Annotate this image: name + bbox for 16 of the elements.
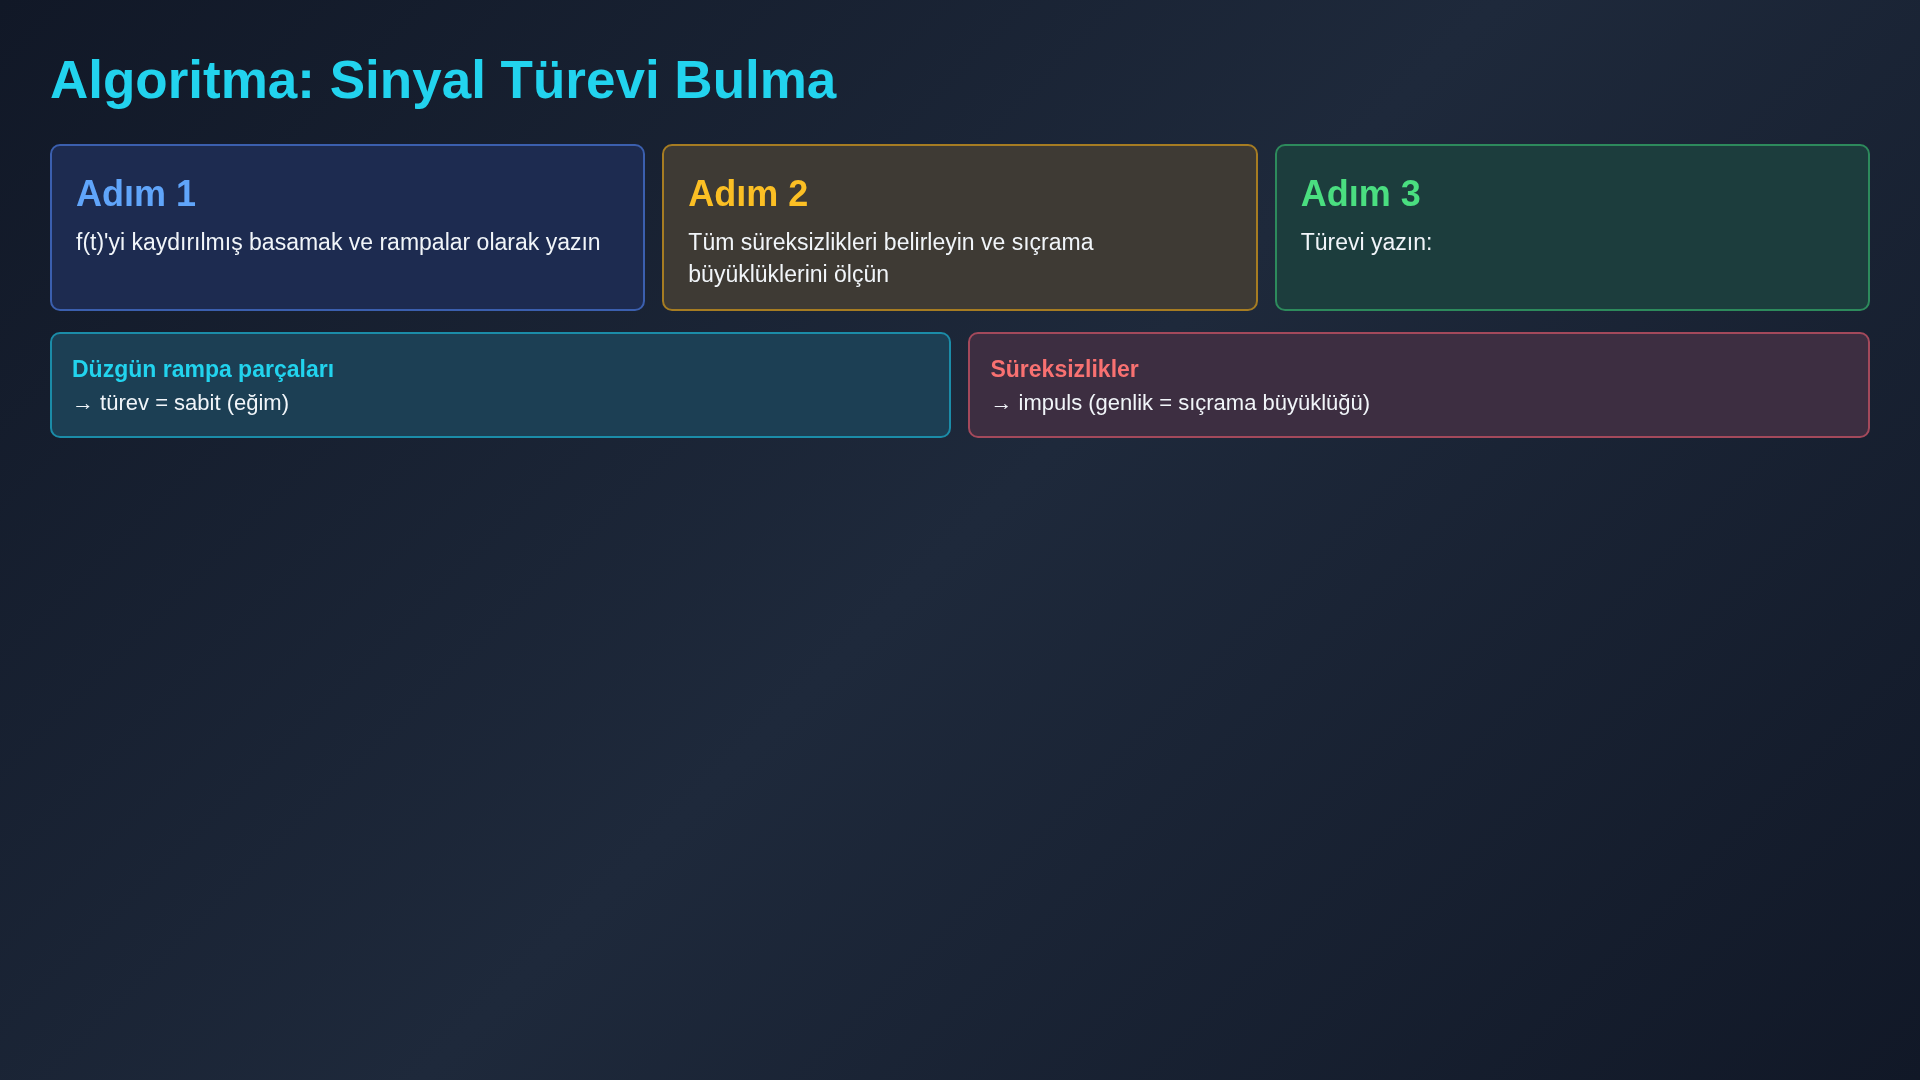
card-heading: Adım 1 bbox=[76, 172, 197, 216]
step-card bbox=[1274, 144, 1870, 311]
info-card bbox=[50, 332, 952, 438]
card-heading: Adım 2 bbox=[688, 172, 809, 216]
card-text: Türevi yazın: bbox=[1300, 228, 1433, 257]
card-text: → türev = sabit (eğim) bbox=[72, 389, 289, 417]
step-card bbox=[662, 144, 1258, 311]
card-heading: Süreksizlikler bbox=[990, 355, 1139, 384]
card-heading: Adım 3 bbox=[1300, 172, 1421, 216]
info-card bbox=[968, 332, 1870, 438]
step-card bbox=[50, 144, 646, 311]
page-title: Algoritma: Sinyal Türevi Bulma bbox=[50, 49, 837, 111]
card-text: f(t)'yi kaydırılmış basamak ve rampalar olarak yazın bbox=[76, 228, 601, 257]
card-heading: Düzgün rampa parçaları bbox=[72, 355, 335, 384]
card-text: Tüm süreksizlikleri belirleyin ve sıçrama büyüklüklerini ölçün bbox=[688, 228, 1095, 289]
card-text: → impuls (genlik = sıçrama büyüklüğü) bbox=[990, 389, 1371, 417]
